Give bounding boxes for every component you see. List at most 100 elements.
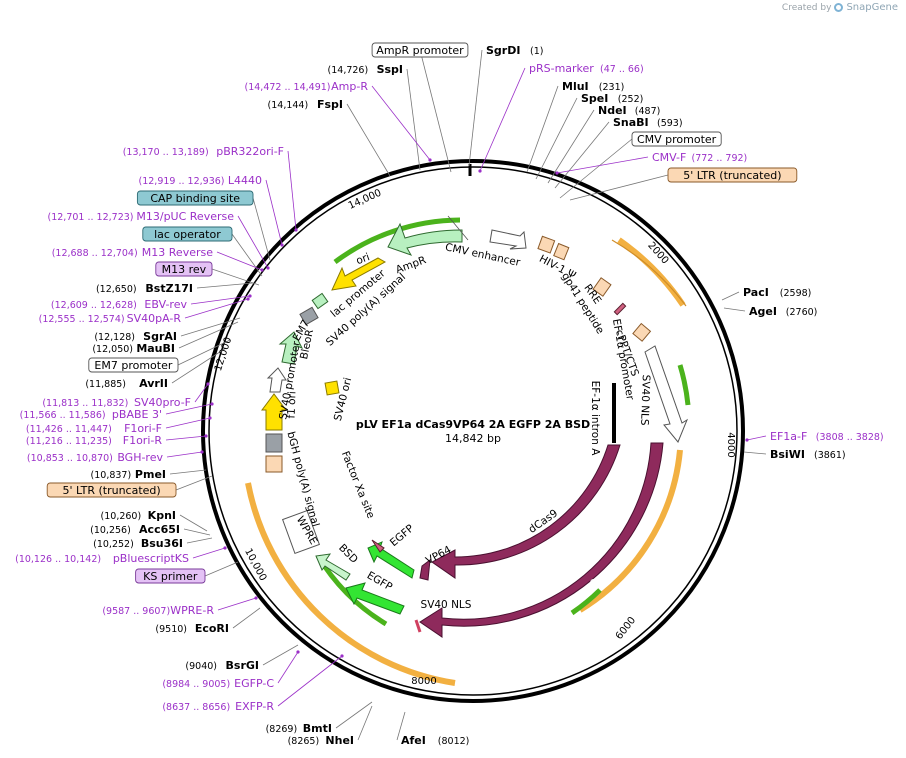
leader-paci bbox=[721, 291, 740, 301]
label-spei[interactable]: SpeI (252) bbox=[581, 92, 643, 105]
site-name: MluI bbox=[562, 80, 589, 93]
box-label-text: 5' LTR (truncated) bbox=[62, 484, 160, 497]
label-bsiwi[interactable]: BsiWI(3861) bbox=[770, 448, 846, 461]
primer-dot bbox=[294, 228, 298, 232]
site-position: (12,609 .. 12,628) bbox=[51, 300, 137, 311]
label-ampr-promoter[interactable]: AmpR promoter bbox=[371, 42, 469, 58]
label-prs-marker[interactable]: pRS-marker(47 .. 66) bbox=[529, 62, 644, 75]
label-lac-operator[interactable]: lac operator bbox=[142, 226, 233, 242]
sv40-promoter-arrow bbox=[266, 367, 287, 393]
lac-promoter-box bbox=[311, 292, 329, 310]
ef1a-promoter-arrow bbox=[644, 345, 689, 443]
label-ecori[interactable]: EcoRI(9510) bbox=[155, 622, 229, 635]
box-label-text: CMV promoter bbox=[637, 133, 717, 146]
label-sspi[interactable]: SspI(14,726) bbox=[328, 63, 403, 76]
leader-cmv-promoter bbox=[559, 138, 633, 199]
label-pbluescriptks[interactable]: pBluescriptKS(10,126 .. 10,142) bbox=[15, 552, 189, 565]
label-egfp-c[interactable]: EGFP-C(8984 .. 9005) bbox=[162, 677, 274, 690]
label-l4440[interactable]: L4440(12,919 .. 12,936) bbox=[139, 174, 262, 187]
sv40-ori-box bbox=[324, 380, 340, 396]
label-5-ltr-truncated[interactable]: 5' LTR (truncated) bbox=[667, 167, 798, 183]
leader-ef1a-f bbox=[746, 435, 767, 441]
label-agei[interactable]: AgeI(2760) bbox=[749, 305, 817, 318]
green-arc-top bbox=[333, 217, 461, 265]
label-ef1a-f[interactable]: EF1a-F(3808 .. 3828) bbox=[770, 430, 884, 443]
label-afei[interactable]: AfeI(8012) bbox=[401, 734, 469, 747]
label-ndei[interactable]: NdeI(487) bbox=[598, 104, 660, 117]
green-arc-right bbox=[677, 364, 691, 406]
label-cmv-f[interactable]: CMV-F(772 .. 792) bbox=[652, 151, 747, 164]
plasmid-center-title: pLV EF1a dCas9VP64 2A EGFP 2A BSD 14,842… bbox=[356, 418, 590, 445]
label-box bbox=[631, 131, 722, 147]
leader-ecori bbox=[232, 607, 261, 629]
site-name: SpeI bbox=[581, 92, 608, 105]
label-m13-reverse[interactable]: M13 Reverse(12,688 .. 12,704) bbox=[52, 246, 214, 259]
leader-bsiwi bbox=[743, 451, 767, 455]
label-ks-primer[interactable]: KS primer bbox=[135, 568, 206, 584]
label-bsrgi[interactable]: BsrGI(9040) bbox=[185, 659, 259, 672]
site-position: (14,726) bbox=[328, 65, 369, 76]
leader-maubi bbox=[178, 321, 239, 349]
label-f1ori-f[interactable]: F1ori-F(11,426 .. 11,447) bbox=[26, 422, 162, 435]
ltr-arc-right bbox=[617, 237, 686, 307]
site-position: (47 .. 66) bbox=[600, 64, 644, 75]
site-name: M13 Reverse bbox=[142, 246, 213, 259]
label-em7-promoter[interactable]: EM7 promoter bbox=[88, 357, 179, 373]
label-paci[interactable]: PacI(2598) bbox=[743, 286, 811, 299]
leader-cmv bbox=[447, 215, 469, 241]
label-kpni[interactable]: KpnI(10,260) bbox=[101, 509, 176, 522]
label-pmei[interactable]: PmeI(10,837) bbox=[91, 468, 166, 481]
label-snabi[interactable]: SnaBI(593) bbox=[613, 116, 683, 129]
label-mlui[interactable]: MluI(231) bbox=[562, 80, 624, 93]
label-f1ori-r[interactable]: F1ori-R(11,216 .. 11,235) bbox=[26, 434, 162, 447]
leader-ebv-rev bbox=[190, 295, 251, 305]
label-pbr322ori-f[interactable]: pBR322ori-F(13,170 .. 13,189) bbox=[123, 145, 284, 158]
label-sv40pa-r[interactable]: SV40pA-R(12,555 .. 12,574) bbox=[39, 312, 182, 325]
label-avrii[interactable]: AvrII(11,885) bbox=[85, 377, 168, 390]
label-m13-rev[interactable]: M13 rev bbox=[155, 261, 213, 277]
feature-sv40-nls: SV40 NLS bbox=[421, 599, 472, 611]
box-label-text: CAP binding site bbox=[150, 192, 240, 205]
site-position: (11,426 .. 11,447) bbox=[26, 424, 112, 435]
label-cap-binding-site[interactable]: CAP binding site bbox=[136, 190, 254, 206]
label-box bbox=[371, 42, 469, 58]
primer-dot bbox=[260, 268, 264, 272]
label-box bbox=[88, 357, 179, 373]
label-sgrai[interactable]: SgrAI(12,128) bbox=[94, 330, 177, 343]
hiv-psi-box-1 bbox=[537, 235, 556, 254]
site-name: BGH-rev bbox=[117, 451, 163, 464]
label-nhei[interactable]: NheI(8265) bbox=[288, 734, 354, 747]
label-sgrdi[interactable]: SgrDI(1) bbox=[486, 44, 543, 57]
leader-ampr-promoter bbox=[419, 49, 452, 173]
site-name: AfeI bbox=[401, 734, 426, 747]
label-maubi[interactable]: MauBI(12,050) bbox=[92, 342, 175, 355]
snapgene-logo-icon bbox=[834, 3, 844, 12]
label-box bbox=[667, 167, 798, 183]
primer-dot bbox=[296, 650, 300, 654]
label-wpre-r[interactable]: WPRE-R(9587 .. 9607) bbox=[102, 604, 214, 617]
label-bstz17i[interactable]: BstZ17I(12,650) bbox=[96, 282, 193, 295]
sv40-nls-mark bbox=[414, 619, 422, 633]
label-m13-puc-reverse[interactable]: M13/pUC Reverse(12,701 .. 12,723) bbox=[48, 210, 235, 223]
label-sv40pro-f[interactable]: SV40pro-F(11,813 .. 11,832) bbox=[42, 396, 191, 409]
site-position: (252) bbox=[618, 94, 644, 105]
leader-fspi bbox=[346, 103, 391, 177]
site-name: L4440 bbox=[228, 174, 262, 187]
leader-sv40pro-f bbox=[194, 383, 209, 403]
label-cmv-promoter[interactable]: CMV promoter bbox=[631, 131, 722, 147]
site-name: SgrDI bbox=[486, 44, 520, 57]
box-label-text: AmpR promoter bbox=[376, 44, 464, 57]
snapgene-name: SnapGene bbox=[846, 2, 898, 13]
label-bsu36i[interactable]: Bsu36I(10,252) bbox=[93, 537, 183, 550]
label-exfp-r[interactable]: EXFP-R(8637 .. 8656) bbox=[162, 700, 274, 713]
label-bmti[interactable]: BmtI(8269) bbox=[266, 722, 332, 735]
label-acc65i[interactable]: Acc65I(10,256) bbox=[90, 523, 180, 536]
label-bgh-rev[interactable]: BGH-rev(10,853 .. 10,870) bbox=[27, 451, 164, 464]
site-position: (12,701 .. 12,723) bbox=[48, 212, 134, 223]
site-position: (10,126 .. 10,142) bbox=[15, 554, 101, 565]
label-pbabe-3[interactable]: pBABE 3'(11,566 .. 11,586) bbox=[20, 408, 162, 421]
label-fspi[interactable]: FspI(14,144) bbox=[268, 98, 343, 111]
label-amp-r[interactable]: Amp-R(14,472 .. 14,491) bbox=[245, 80, 369, 93]
label-ebv-rev[interactable]: EBV-rev(12,609 .. 12,628) bbox=[51, 298, 188, 311]
label-5-ltr-truncated[interactable]: 5' LTR (truncated) bbox=[46, 482, 177, 498]
